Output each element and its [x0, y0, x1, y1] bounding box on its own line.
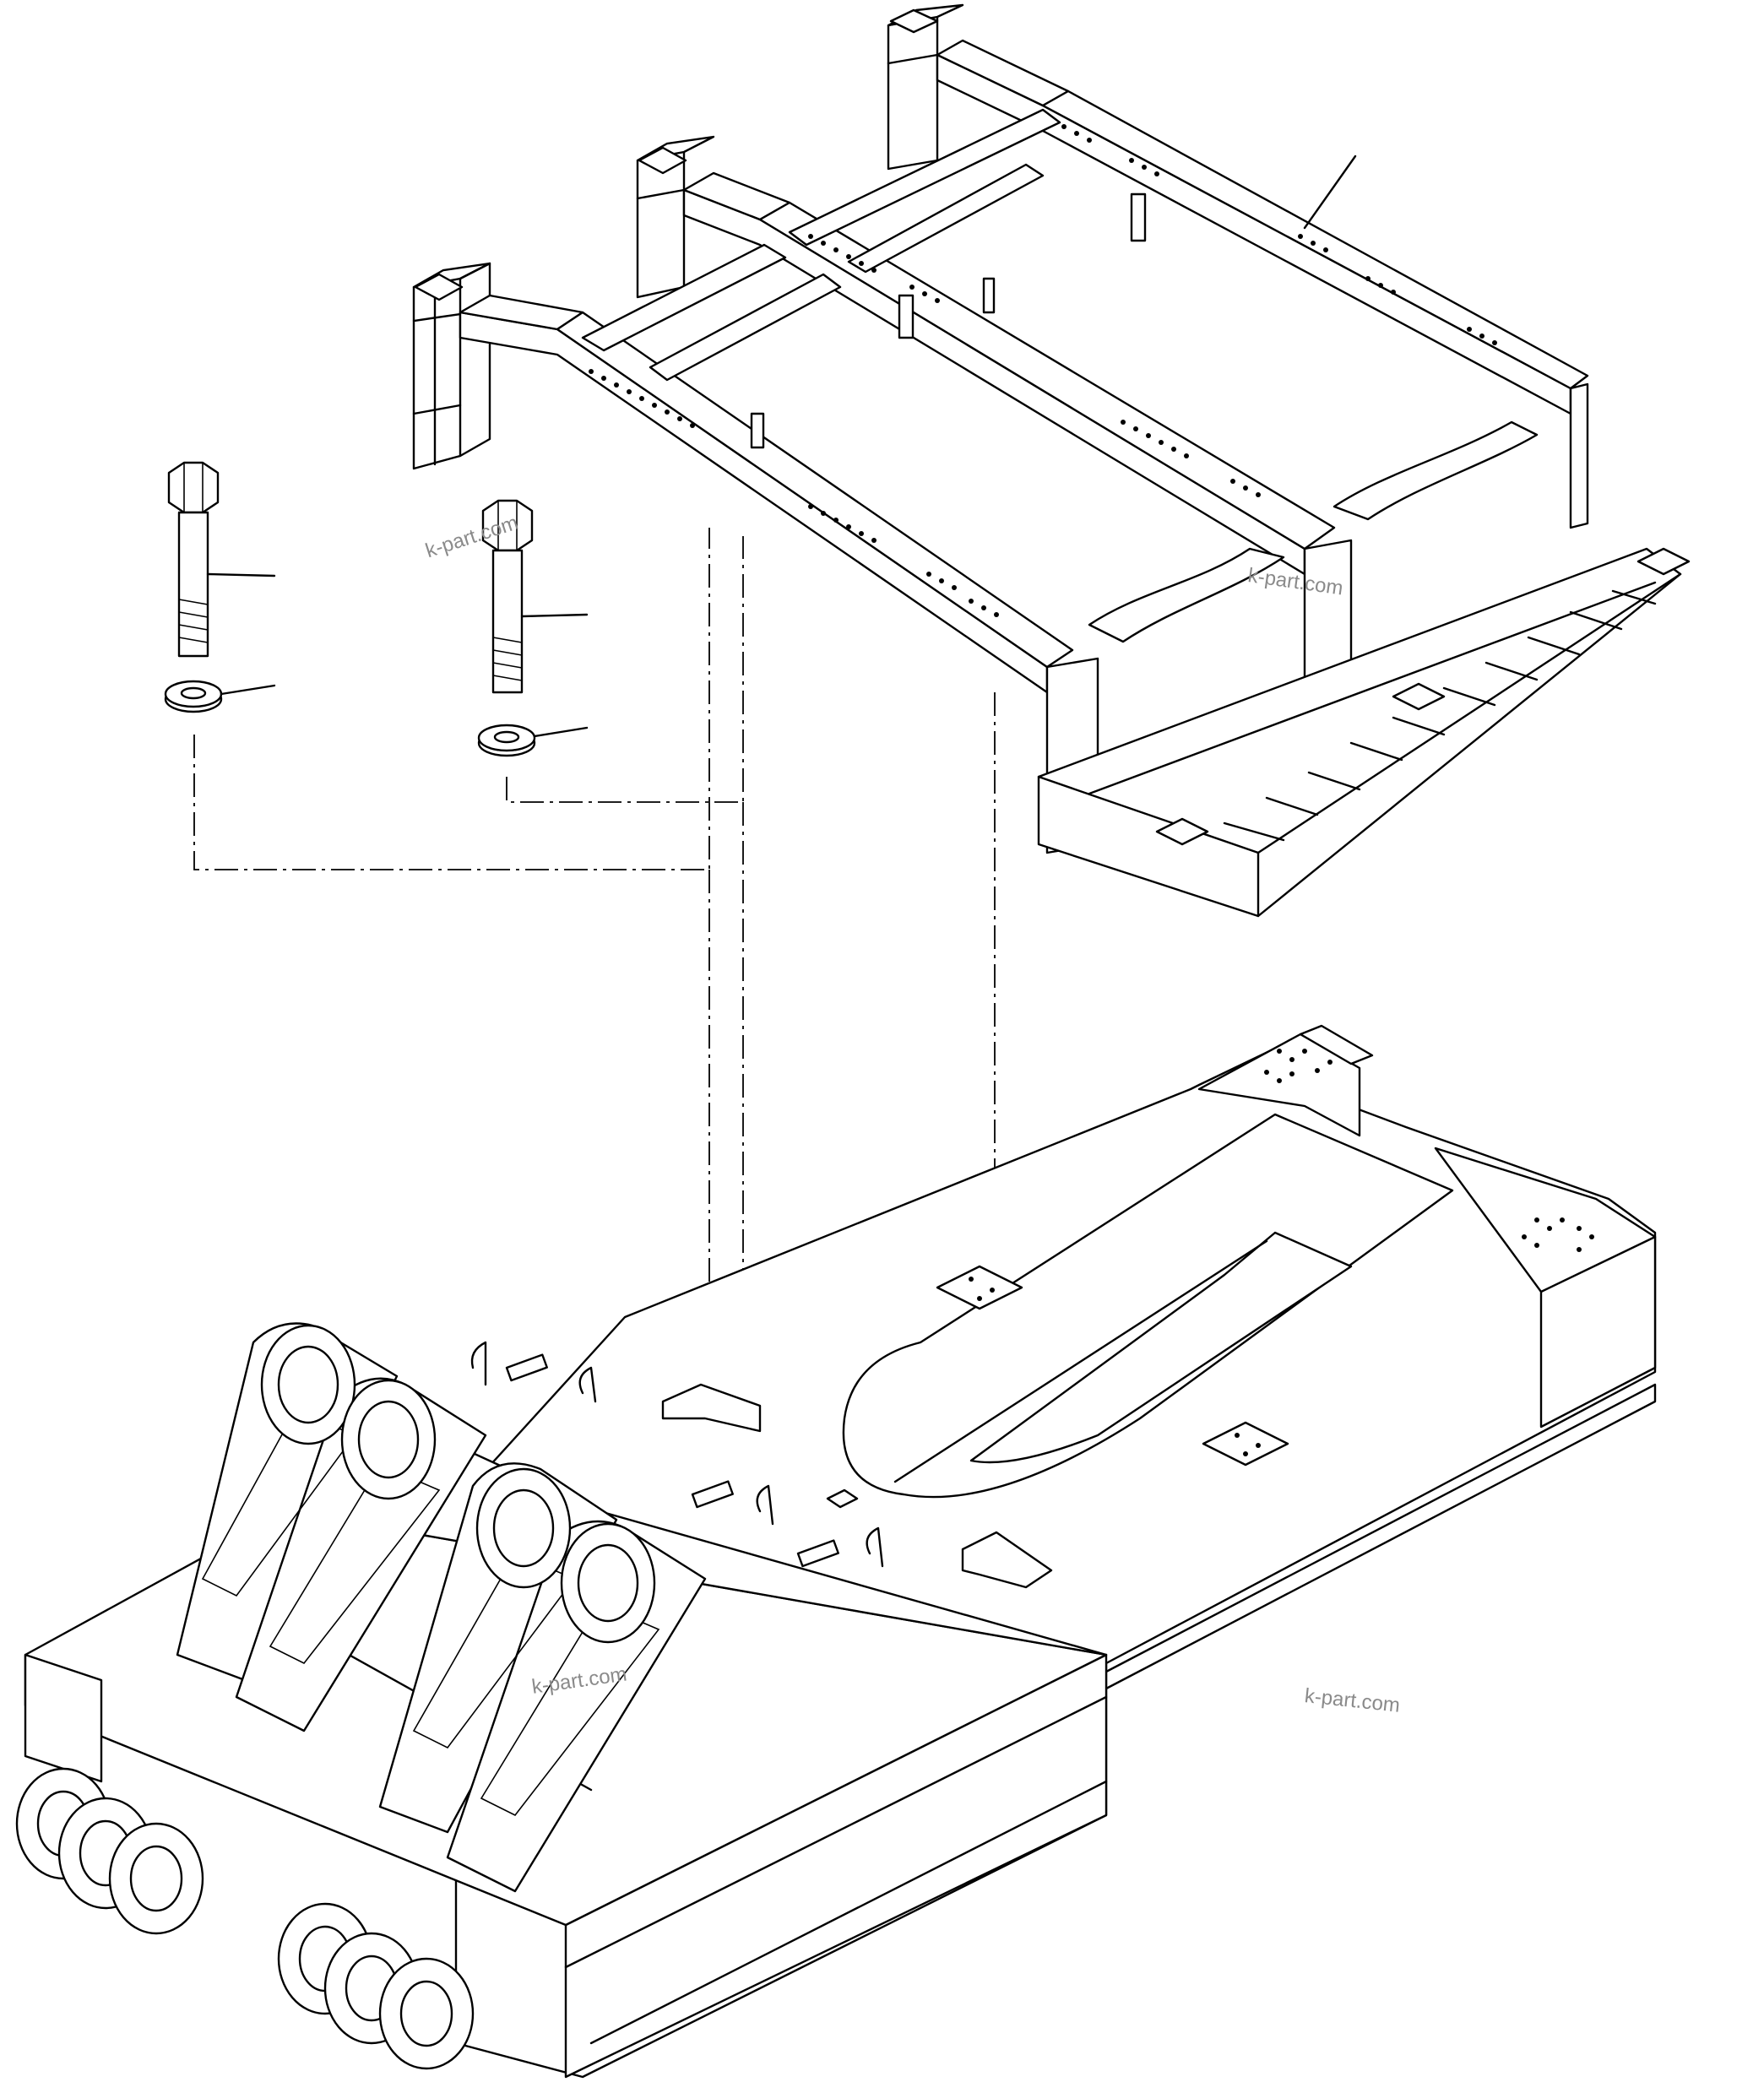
bolt-right	[481, 499, 534, 694]
mount-pad	[661, 1383, 762, 1433]
leader-line-washer-right	[533, 726, 589, 738]
mount-pad	[936, 1265, 1023, 1310]
leader-line-washer-left	[220, 684, 276, 696]
bolt-holes	[589, 124, 1497, 617]
leader-line-bolt-right	[520, 613, 589, 618]
leader-line-frame	[1303, 155, 1357, 230]
bolt-left	[167, 461, 220, 658]
boom-foot-lugs	[15, 1322, 1108, 2070]
washer-right	[477, 724, 536, 757]
washer-left	[164, 680, 223, 713]
leader-line-bolt-left	[206, 572, 276, 577]
upper-frame	[412, 3, 1691, 918]
mount-pad	[961, 1531, 1053, 1589]
mount-pad	[1202, 1421, 1289, 1467]
